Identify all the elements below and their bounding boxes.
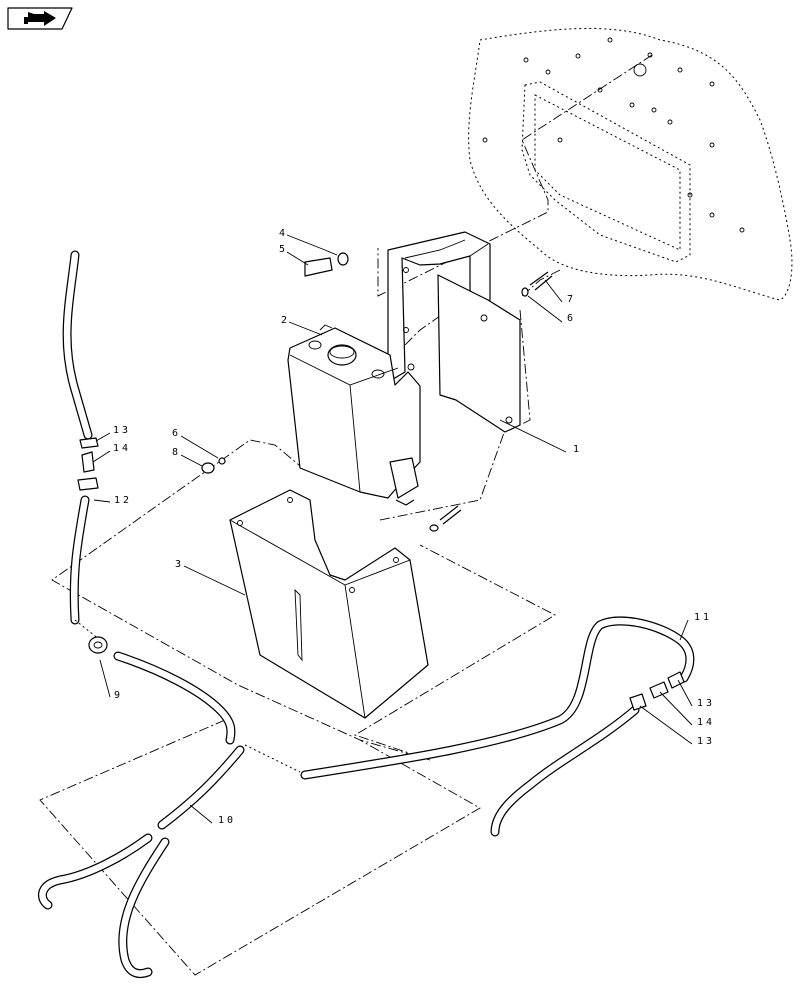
- callout-c10: 10: [218, 815, 236, 826]
- callout-c11: 11: [694, 612, 712, 623]
- fasteners: [201, 252, 553, 532]
- callout-c5: 5: [279, 244, 288, 255]
- mounting-bracket: [387, 231, 521, 433]
- callout-c13a: 13: [113, 425, 131, 436]
- callout-c6b: 6: [172, 428, 181, 439]
- reference-arrow-icon[interactable]: [7, 7, 73, 30]
- washer-hoses: [37, 250, 695, 978]
- callout-c14b: 14: [697, 717, 715, 728]
- leader-lines: [92, 234, 693, 824]
- callout-c9: 9: [114, 690, 123, 701]
- washer-reservoir: [287, 324, 421, 506]
- callout-c8: 8: [172, 447, 181, 458]
- callout-c6a: 6: [567, 313, 576, 324]
- callout-c4: 4: [279, 228, 288, 239]
- cab-panel-outline: [468, 27, 793, 301]
- callout-c13b: 13: [697, 698, 715, 709]
- assembly-lines: [39, 54, 653, 976]
- callout-c14a: 14: [113, 443, 131, 454]
- callout-c1: 1: [573, 444, 582, 455]
- panel-holes: [482, 37, 745, 233]
- callout-c2: 2: [281, 315, 290, 326]
- hose-fittings: [77, 437, 685, 711]
- callout-c7: 7: [567, 294, 576, 305]
- callout-c12: 12: [114, 495, 132, 506]
- reservoir-holder: [229, 489, 429, 719]
- callout-c13c: 13: [697, 736, 715, 747]
- callout-c3: 3: [175, 559, 184, 570]
